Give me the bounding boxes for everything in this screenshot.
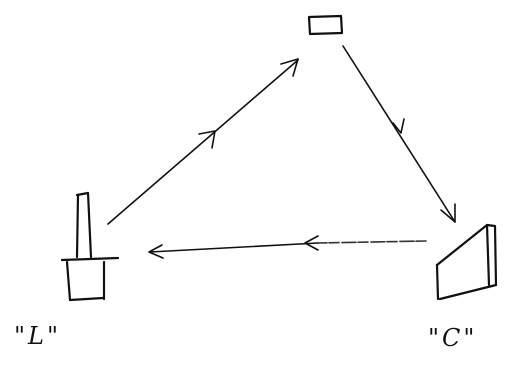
node-left-stand <box>62 193 118 300</box>
node-left-label: "L" <box>14 322 61 350</box>
node-right-box <box>437 225 496 299</box>
node-right-label: "C" <box>428 324 477 352</box>
edge-top-to-right <box>343 46 455 222</box>
arrow-mid-marker <box>393 119 404 133</box>
edge-right-to-left <box>149 236 426 258</box>
edge-left-to-top <box>108 59 298 224</box>
node-top-rectangle <box>309 16 342 34</box>
